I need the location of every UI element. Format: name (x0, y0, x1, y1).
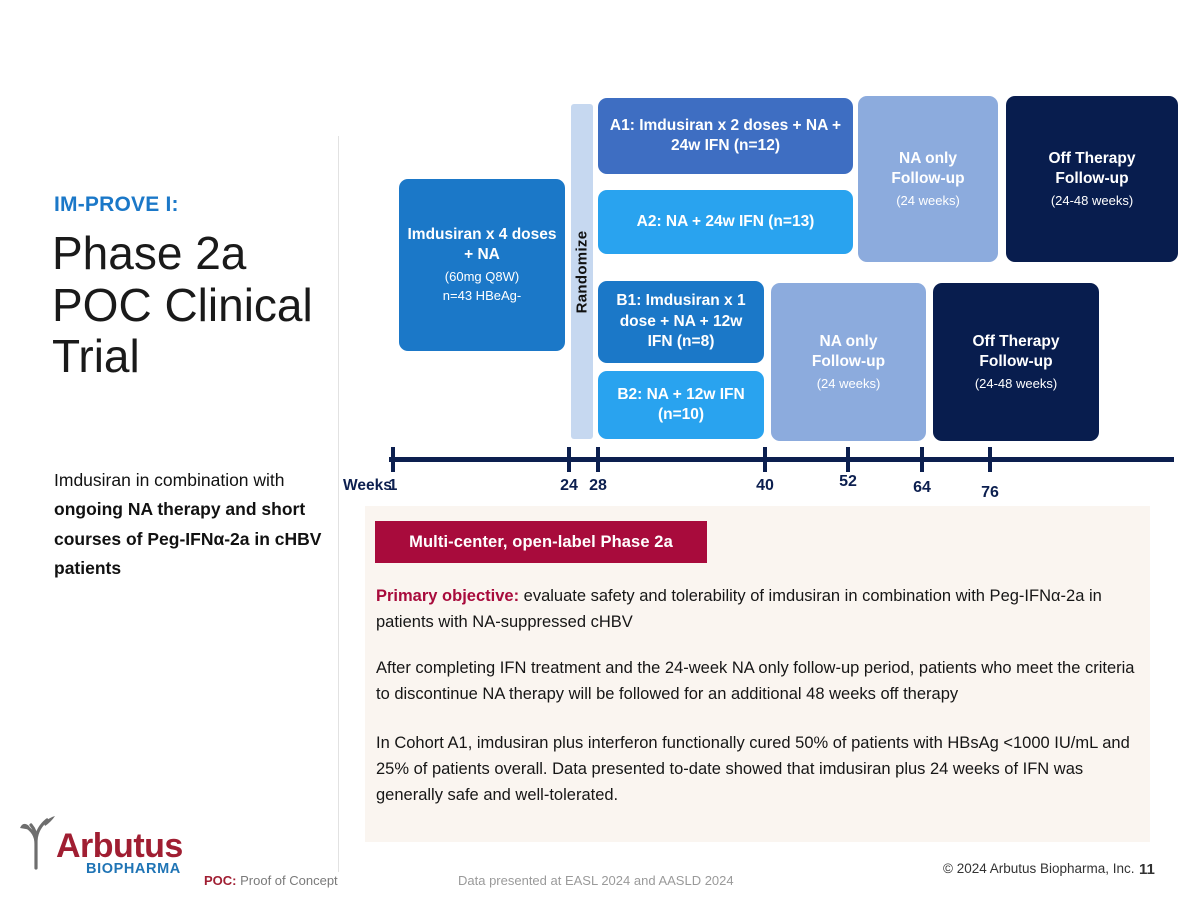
timeline-tick-label-64: 64 (913, 479, 931, 496)
lead-in-population: n=43 HBeAg- (442, 288, 522, 304)
treatment-arm-a1: A1: Imdusiran x 2 doses + NA + 24w IFN (… (598, 98, 853, 174)
study-design-banner-label: Multi-center, open-label Phase 2a (409, 532, 673, 551)
lead-in-title: Imdusiran x 4 doses + NA (407, 226, 557, 264)
arbutus-plant-icon (20, 816, 55, 870)
timeline-tick-52 (846, 447, 850, 472)
abbreviation-note: POC: Proof of Concept (204, 873, 338, 888)
study-description: Imdusiran in combination with ongoing NA… (54, 466, 326, 584)
timeline-tick-1 (391, 447, 395, 472)
timeline-tick-40 (763, 447, 767, 472)
study-name-eyebrow: IM-PROVE I: (54, 193, 179, 216)
followup-na-b-line2: Follow-up (811, 353, 886, 371)
timeline-axis (389, 457, 1174, 462)
followup-na-b-duration: (24 weeks) (816, 375, 881, 391)
timeline-tick-label-76: 76 (981, 484, 999, 501)
timeline-axis-label: Weeks (343, 477, 392, 494)
data-source-note: Data presented at EASL 2024 and AASLD 20… (458, 873, 734, 888)
timeline-tick-24 (567, 447, 571, 472)
arm-a1-label: A1: Imdusiran x 2 doses + NA + 24w IFN (… (609, 116, 842, 154)
treatment-arm-a2: A2: NA + 24w IFN (n=13) (598, 190, 853, 254)
timeline-tick-64 (920, 447, 924, 472)
page-title: Phase 2a POC Clinical Trial (52, 227, 313, 383)
followup-na-cohort-b: NA only Follow-up (24 weeks) (771, 283, 926, 441)
randomize-bar: Randomize (571, 104, 593, 439)
arm-b1-label: B1: Imdusiran x 1 dose + NA + 12w IFN (n… (616, 292, 746, 351)
study-design-banner: Multi-center, open-label Phase 2a (375, 521, 707, 563)
primary-objective-paragraph: Primary objective: evaluate safety and t… (376, 583, 1138, 635)
timeline-tick-76 (988, 447, 992, 472)
randomize-label: Randomize (573, 230, 591, 313)
followup-off-a-duration: (24-48 weeks) (1050, 192, 1134, 208)
followup-off-a-line2: Follow-up (1055, 170, 1129, 188)
followup-na-cohort-a: NA only Follow-up (24 weeks) (858, 96, 998, 262)
followup-off-b-line2: Follow-up (979, 353, 1053, 371)
timeline-tick-label-40: 40 (756, 477, 774, 494)
followup-offtherapy-cohort-b: Off Therapy Follow-up (24-48 weeks) (933, 283, 1099, 441)
timeline-tick-label-1: 1 (388, 477, 398, 494)
column-divider (338, 136, 339, 872)
arbutus-logo-subtitle: BIOPHARMA (86, 861, 181, 877)
treatment-arm-b1: B1: Imdusiran x 1 dose + NA + 12w IFN (n… (598, 281, 764, 363)
arm-b2-label: B2: NA + 12w IFN (n=10) (617, 385, 745, 423)
treatment-box-lead-in: Imdusiran x 4 doses + NA (60mg Q8W) n=43… (399, 179, 565, 351)
primary-objective-label: Primary objective: (376, 587, 520, 605)
followup-off-b-duration: (24-48 weeks) (974, 375, 1058, 391)
followup-na-a-duration: (24 weeks) (896, 192, 960, 208)
arm-a2-label: A2: NA + 24w IFN (n=13) (636, 212, 815, 230)
primary-objective-text: evaluate safety and tolerability of imdu… (376, 587, 1102, 632)
timeline-tick-label-52: 52 (839, 473, 857, 490)
abbreviation-text: Proof of Concept (236, 873, 338, 888)
followup-na-a-line2: Follow-up (891, 170, 965, 188)
followup-off-a-line1: Off Therapy (1048, 149, 1136, 167)
abbreviation-label: POC: (204, 873, 237, 888)
followup-na-b-line1: NA only (819, 332, 878, 350)
followup-offtherapy-cohort-a: Off Therapy Follow-up (24-48 weeks) (1006, 96, 1178, 262)
results-paragraph: In Cohort A1, imdusiran plus interferon … (376, 734, 1130, 805)
study-description-emphasis: ongoing NA therapy and short courses of … (54, 499, 322, 579)
treatment-arm-b2: B2: NA + 12w IFN (n=10) (598, 371, 764, 439)
study-description-lead: Imdusiran in combination with (54, 470, 285, 490)
copyright-note: © 2024 Arbutus Biopharma, Inc. (943, 861, 1135, 876)
followup-paragraph: After completing IFN treatment and the 2… (376, 659, 1135, 704)
page-number: 11 (1139, 861, 1155, 878)
arbutus-logo: Arbutus BIOPHARMA (14, 814, 183, 877)
timeline-tick-label-28: 28 (589, 477, 607, 494)
lead-in-dose: (60mg Q8W) (444, 268, 520, 284)
followup-na-a-line1: NA only (899, 149, 957, 167)
followup-off-b-line1: Off Therapy (972, 332, 1060, 350)
timeline-tick-28 (596, 447, 600, 472)
timeline-tick-label-24: 24 (560, 477, 578, 494)
arbutus-logo-wordmark: Arbutus (56, 827, 183, 865)
